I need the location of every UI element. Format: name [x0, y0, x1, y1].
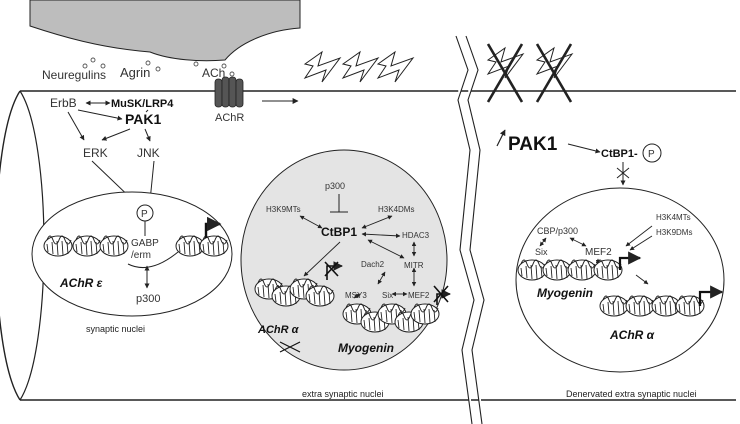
musk-label: MuSK/LRP4: [111, 98, 174, 110]
dach2-label: Dach2: [361, 260, 385, 269]
p-left-label: P: [141, 209, 148, 220]
h3k9dms-label: H3K9DMs: [656, 228, 692, 237]
tss-arrow-right-upper: [618, 251, 642, 270]
denervated-caption: Denervated extra synaptic nuclei: [566, 389, 697, 399]
pak1-right-label: PAK1: [508, 134, 558, 155]
erbb-label: ErbB: [50, 96, 77, 110]
p300-left-label: p300: [136, 293, 160, 305]
achr-epsilon-label: AChR ε: [59, 276, 103, 290]
blocked-tss-arrows-mid: [279, 261, 451, 353]
synaptic-nuclei-caption: synaptic nuclei: [86, 324, 145, 334]
ligand-dots: [82, 57, 235, 77]
achr-alpha-mid-label: AChR α: [257, 324, 300, 336]
myogenin-right-label: Myogenin: [537, 286, 593, 300]
neuregulins-label: Neuregulins: [42, 68, 106, 82]
nerve-terminal: [29, 0, 301, 62]
pak1-left-label: PAK1: [125, 111, 162, 127]
jnk-label: JNK: [137, 146, 160, 160]
pak1-increase-arrow: [496, 129, 506, 147]
mef2-right-label: MEF2: [585, 247, 612, 258]
achr-receptor-icon: [214, 76, 244, 108]
tss-arrow-right-lower: [698, 285, 724, 306]
ach-label: ACh: [202, 66, 225, 80]
ctbp1-right-label: CtBP1-: [601, 148, 638, 160]
dna-left: [43, 235, 229, 268]
h3k4mts-label: H3K4MTs: [656, 213, 691, 222]
h3k9mts-label: H3K9MTs: [266, 205, 301, 214]
pak1-ctbp1-arrow: [567, 143, 601, 154]
mitr-label: MITR: [404, 261, 424, 270]
mef2-mid-label: MEF2: [408, 291, 430, 300]
achr-alpha-right-label: AChR α: [609, 328, 655, 342]
denervated-nucleus: [515, 187, 725, 373]
erk-label: ERK: [83, 146, 108, 160]
hdac3-label: HDAC3: [402, 231, 430, 240]
cbp-p300-label: CBP/p300: [537, 226, 578, 236]
muscle-fiber-cylinder: [0, 90, 736, 401]
extra-synaptic-caption: extra synaptic nuclei: [302, 389, 384, 399]
phospho-circle-right: [642, 143, 662, 163]
denervation-break-line: [455, 35, 485, 424]
right-nucleus-arrows: [539, 225, 653, 285]
ctbp1-complex-arrows: [299, 215, 417, 299]
p-right-label: P: [648, 149, 655, 160]
msy3-label: MSY3: [345, 291, 367, 300]
crossed-lightning-icons: [486, 43, 574, 103]
six-mid-label: Six: [382, 291, 393, 300]
p300-mid-label: p300: [325, 181, 345, 191]
lightning-bolt-icons: [303, 50, 415, 83]
myogenin-mid-label: Myogenin: [338, 341, 394, 355]
blocked-ctbp1-arrow: [616, 162, 630, 186]
gabp-label: GABP: [131, 238, 159, 249]
six-right-label: Six: [535, 247, 548, 257]
tss-arrow-left: [204, 216, 222, 238]
agrin-label: Agrin: [120, 65, 150, 80]
erm-label: /erm: [131, 250, 151, 261]
synaptic-nucleus: [31, 191, 233, 317]
p300-inhibit-bar: [330, 194, 348, 213]
ctbp1-mid-label: CtBP1: [321, 225, 357, 239]
h3k4dms-label: H3K4DMs: [378, 205, 414, 214]
achr-label: AChR: [215, 112, 244, 124]
